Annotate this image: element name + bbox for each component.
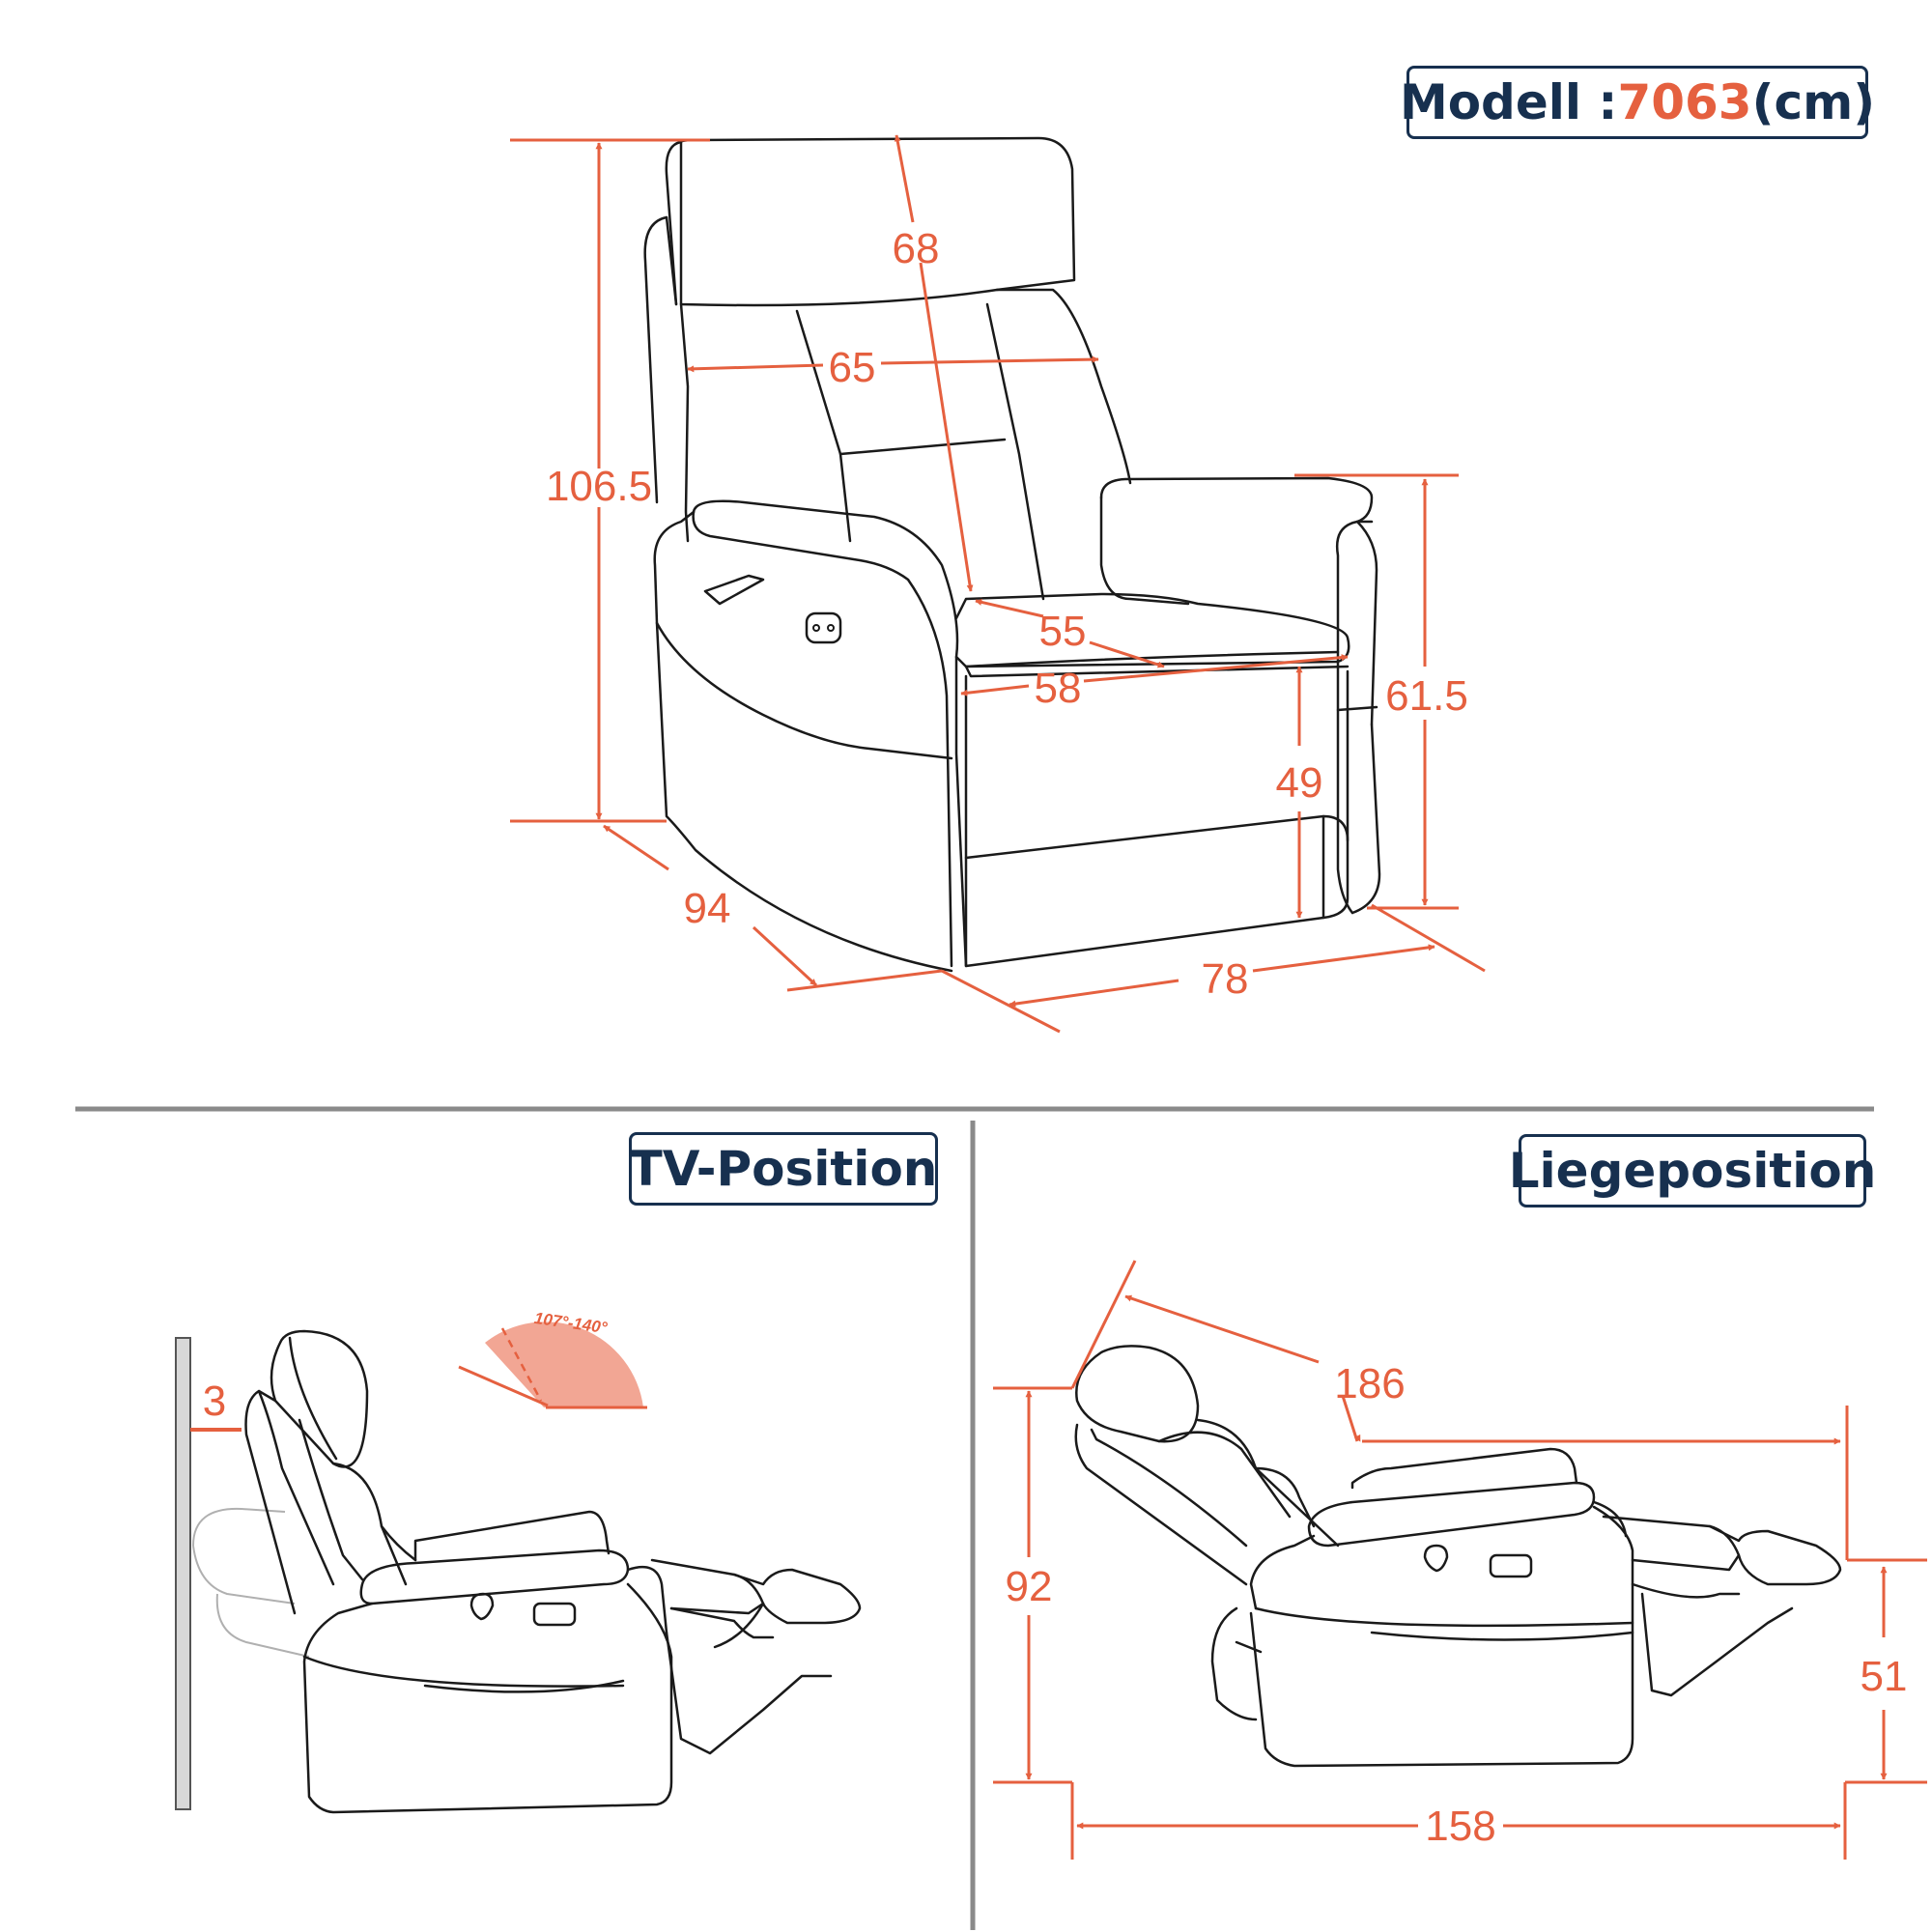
tv-chair-control-button (469, 1592, 495, 1621)
dim-seat-width: 58 (1035, 665, 1082, 712)
lying-chair-armrest (1307, 1481, 1596, 1548)
model-unit: (cm) (1751, 74, 1876, 130)
dim-total-height: 106.5 (546, 463, 652, 510)
chair-headrest (679, 136, 1076, 307)
dim-total-depth: 94 (684, 885, 731, 932)
chair-front-panel (964, 669, 1350, 968)
chair-lever (703, 574, 765, 606)
lying-chair-body (1249, 1505, 1634, 1768)
lying-position-view (1074, 1345, 1842, 1768)
dim-lying-length: 186 (1334, 1360, 1405, 1407)
chair-seat-cushion (954, 592, 1350, 668)
tv-chair-footrest (650, 1558, 765, 1615)
dim-wall-distance: 3 (203, 1378, 226, 1425)
front-dimension-labels: 106.5 68 65 55 58 61.5 49 94 78 (546, 225, 1468, 1003)
tv-chair-headrest (270, 1329, 369, 1468)
dim-lying-depth: 158 (1425, 1803, 1495, 1850)
dim-seat-depth: 55 (1039, 608, 1087, 655)
lying-chair-control-button (1423, 1544, 1449, 1573)
dim-lying-height: 92 (1006, 1563, 1053, 1610)
recline-angle-sector (485, 1321, 643, 1407)
dim-backrest-height: 68 (893, 225, 940, 272)
tv-chair-armrest (359, 1548, 630, 1605)
lying-dimension-lines (993, 1260, 1927, 1860)
lying-chair-back (1074, 1423, 1248, 1586)
chair-control-panel (805, 611, 842, 644)
chair-right-armrest (1099, 476, 1378, 726)
model-number: 7063 (1617, 74, 1752, 130)
tv-position-title-box: TV-Position (629, 1132, 938, 1206)
tv-position-view (175, 1321, 862, 1814)
lying-position-title: Liegeposition (1508, 1143, 1877, 1199)
tv-chair-control-panel (532, 1602, 577, 1627)
lying-position-title-box: Liegeposition (1509, 1134, 1876, 1208)
dim-total-width: 78 (1202, 955, 1249, 1003)
dim-seat-height: 49 (1276, 759, 1323, 807)
chair-backrest (679, 302, 690, 543)
chair-front-view (643, 136, 1381, 973)
lying-chair-control-panel (1489, 1553, 1533, 1578)
model-label: Modell : (1399, 74, 1618, 130)
front-dimension-lines (510, 134, 1486, 1034)
lying-chair-headrest (1075, 1345, 1200, 1443)
chair-left-armrest (692, 499, 968, 968)
wall (175, 1337, 191, 1810)
tv-chair-body (302, 1582, 673, 1814)
dim-footrest-height: 51 (1861, 1653, 1908, 1700)
model-title-box: Modell : 7063 (cm) (1400, 66, 1875, 139)
dim-backrest-width: 65 (829, 344, 876, 391)
dim-armrest-height: 61.5 (1385, 672, 1468, 720)
tv-position-title: TV-Position (629, 1141, 938, 1197)
lying-dimension-labels: 186 92 51 158 (1006, 1360, 1908, 1850)
